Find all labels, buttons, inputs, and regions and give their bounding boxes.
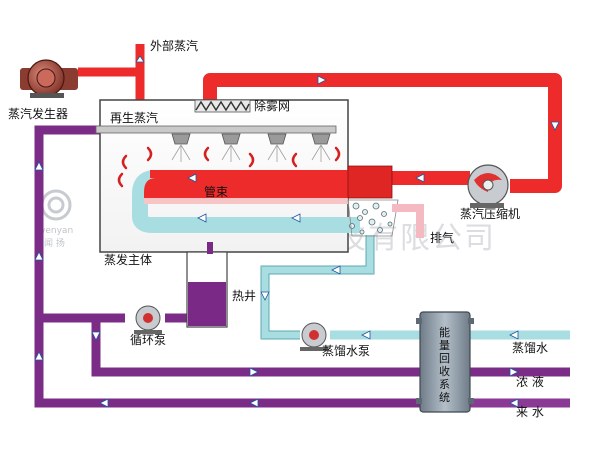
steam-inlet-chamber [347,165,393,199]
label-energy-recovery-char: 统 [439,391,450,404]
logo-swirl-icon [40,189,72,221]
label-tube-bundle: 管束 [204,184,228,199]
flow-arrows [34,55,560,408]
label-energy-recovery-char: 能 [439,325,450,339]
steam-generator [20,59,78,98]
logo-cn: 闻 扬 [44,237,65,249]
spray-header [95,125,337,162]
label-energy-recovery-char: 回 [439,352,450,365]
label-energy-recovery: 能 量 回 收 系 统 [439,325,450,404]
label-energy-recovery-char: 系 [439,378,450,391]
steam-compressor [467,164,509,208]
label-energy-recovery-char: 量 [439,339,450,352]
label-evaporator-body: 蒸发主体 [104,252,152,267]
label-hot-well: 热井 [232,289,256,303]
tube-bundle [132,170,360,233]
bubbles [349,202,393,235]
label-feed-water: 来 水 [516,405,544,419]
label-demister: 除雾网 [254,98,290,113]
label-steam-generator: 蒸汽发生器 [8,106,68,121]
condensate-pipes [260,235,570,340]
label-external-steam: 外部蒸汽 [150,38,198,53]
label-distillate-pump: 蒸馏水泵 [322,344,370,358]
logo-text: wenyan [38,226,73,236]
steam-pipes [78,44,562,193]
label-distilled-water: 蒸馏水 [512,341,548,355]
steam-swirls [117,146,341,188]
demister-mesh [194,99,251,113]
label-circulation-pump: 循环泵 [130,333,166,347]
circulation-pump-symbol [134,305,162,334]
hot-well-liquid [188,282,226,326]
label-compressor: 蒸汽压缩机 [460,206,520,221]
label-concentrate: 浓 液 [516,374,544,389]
label-energy-recovery-char: 收 [439,364,450,378]
label-exhaust: 排气 [430,230,454,245]
energy-recovery-unit [416,311,474,413]
distillate-pump-symbol [300,322,328,351]
exhaust-pipe [392,204,424,238]
label-regenerated-steam: 再生蒸汽 [110,110,158,125]
